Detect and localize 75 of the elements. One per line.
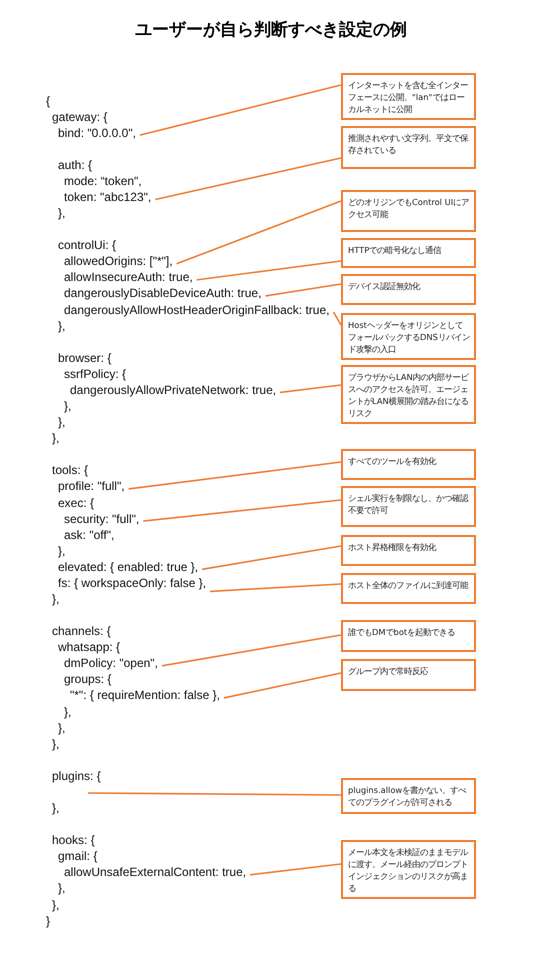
leader-line	[128, 461, 342, 490]
callout-box: インターネットを含む全インターフェースに公開。"lan"ではローカルネットに公開	[341, 73, 476, 120]
code-line: dmPolicy: "open",	[64, 656, 158, 672]
code-line: },	[64, 399, 72, 414]
title: ユーザーが自ら判断すべき設定の例	[134, 19, 408, 41]
code-line: fs: { workspaceOnly: false },	[58, 576, 206, 591]
code-line: exec: {	[58, 496, 94, 510]
leader-line	[224, 672, 342, 699]
code-line: dangerouslyDisableDeviceAuth: true,	[64, 286, 262, 302]
leader-line	[202, 545, 342, 570]
callout-box: すべてのツールを有効化	[341, 449, 476, 480]
code-line: },	[58, 318, 66, 334]
leader-line	[280, 384, 342, 394]
code-line: },	[52, 592, 60, 607]
leader-line	[196, 260, 342, 281]
leader-line	[250, 863, 342, 876]
code-line: gateway: {	[52, 110, 108, 125]
leader-line	[332, 312, 342, 326]
code-line: }	[46, 914, 50, 929]
code-line: dangerouslyAllowHostHeaderOriginFallback: true,	[64, 302, 330, 318]
code-line: token: "abc123",	[64, 190, 152, 205]
code-line: },	[58, 544, 66, 559]
callout-box: plugins.allowを書かない。すべてのプラグインが許可される	[341, 778, 476, 814]
code-line: },	[52, 736, 60, 752]
code-line: },	[58, 881, 66, 896]
code-line: },	[58, 720, 66, 736]
callout-box: グループ内で常時反応	[341, 659, 476, 691]
code-line: ask: "off",	[64, 528, 114, 543]
leader-line	[210, 583, 342, 592]
code-line: mode: “token",	[64, 174, 142, 189]
callout-box: HTTPでの暗号化なし通信	[341, 238, 476, 268]
leader-line	[162, 634, 342, 667]
code-line: },	[58, 415, 66, 430]
code-line: dangerouslyAllowPrivateNetwork: true,	[70, 382, 276, 398]
code-line: gmail: {	[58, 849, 98, 864]
code-line: controlUi: {	[58, 238, 116, 254]
callout-box: 誰でもDMでbotを起動できる	[341, 620, 476, 652]
code-line: },	[52, 801, 60, 816]
code-line: elevated: { enabled: true },	[58, 560, 198, 575]
code-line: plugins: {	[52, 768, 101, 784]
callout-box: どのオリジンでもControl UIにアクセス可能	[341, 190, 476, 232]
code-line: allowUnsafeExternalContent: true,	[64, 865, 246, 880]
callout-box: シェル実行を制限なし、かつ確認不要で許可	[341, 486, 476, 527]
leader-line	[155, 157, 342, 200]
code-line: security: "full",	[64, 512, 140, 527]
code-line: },	[52, 898, 60, 912]
code-line: browser: {	[58, 350, 112, 366]
leader-line	[265, 283, 342, 297]
code-line: auth: {	[58, 158, 92, 173]
code-line: tools: {	[52, 463, 88, 478]
code-line: whatsapp: {	[58, 640, 120, 656]
leader-line	[176, 200, 342, 265]
leader-line	[140, 84, 342, 136]
code-line: allowInsecureAuth: true,	[64, 270, 193, 286]
callout-box: HostヘッダーをオリジンとしてフォールバックするDNSリバインド攻撃の入口	[341, 313, 476, 360]
code-line: channels: {	[52, 624, 111, 640]
callout-box: 推測されやすい文字列。平文で保存されている	[341, 126, 476, 169]
code-line: hooks: {	[52, 833, 95, 848]
code-line: },	[64, 704, 72, 720]
leader-line	[88, 792, 341, 796]
code-line: },	[58, 206, 66, 222]
code-line: profile: "full",	[58, 479, 125, 494]
callout-box: メール本文を未検証のままモデルに渡す。メール経由のプロンプトインジェクションのリスクが高まる	[341, 840, 476, 899]
code-line: "*": { requireMention: false },	[70, 688, 220, 704]
code-line: ssrfPolicy: {	[64, 366, 126, 382]
callout-box: ブラウザからLAN内の内部サービスへのアクセスを許可。エージェントがLAN横展開の踏み台になるリスク	[341, 365, 476, 424]
code-line: allowedOrigins: ["*"],	[64, 254, 173, 270]
leader-line	[143, 499, 342, 522]
code-line: bind: "0.0.0.0",	[58, 126, 136, 141]
callout-box: ホスト全体のファイルに到達可能	[341, 573, 476, 604]
code-line: },	[52, 431, 60, 446]
callout-box: ホスト昇格権限を有効化	[341, 535, 476, 566]
callout-box: デバイス認証無効化	[341, 274, 476, 305]
code-line: {	[46, 94, 50, 108]
code-line: groups: {	[64, 672, 112, 688]
